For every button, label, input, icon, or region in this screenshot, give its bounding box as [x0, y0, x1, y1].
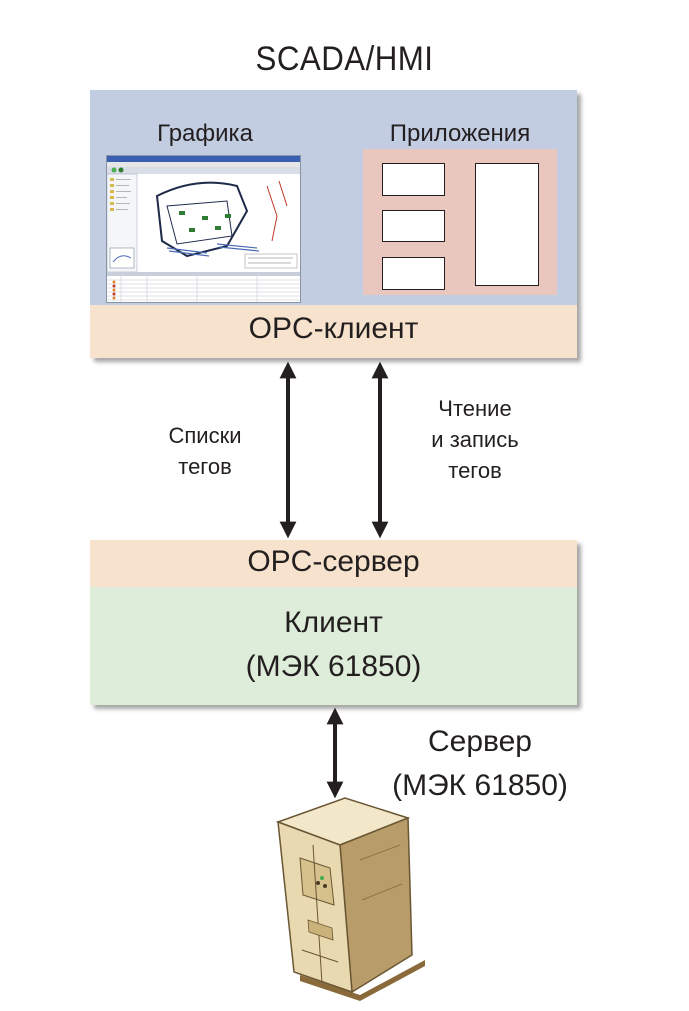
read-write-line1: Чтение [438, 396, 512, 421]
server-tower-icon [275, 797, 425, 1001]
hmi-screenshot-graphic [107, 156, 300, 302]
app-window-large [475, 163, 539, 286]
graphics-label: Графика [157, 120, 253, 147]
tag-lists-line1: Списки [168, 423, 242, 448]
iec-client-label: Клиент (МЭК 61850) [90, 601, 577, 689]
hmi-screenshot-thumbnail [106, 155, 301, 303]
opc-server-label: OPC-сервер [247, 545, 420, 578]
opc-server-band [90, 540, 577, 587]
applications-label: Приложения [389, 120, 531, 147]
iec-client-line2: (МЭК 61850) [245, 650, 422, 683]
read-write-line2: и запись [431, 427, 519, 452]
iec-server-line1: Сервер [427, 725, 532, 758]
app-window-3 [382, 257, 445, 290]
diagram-title: SCADA/HMI [255, 40, 434, 78]
tag-lists-label: Списки тегов [140, 420, 270, 482]
iec-client-line1: Клиент [284, 606, 383, 639]
iec-server-line2: (МЭК 61850) [392, 769, 568, 802]
app-window-1 [382, 163, 445, 196]
tag-lists-line2: тегов [178, 454, 232, 479]
app-window-2 [382, 210, 445, 242]
read-write-tags-label: Чтение и запись тегов [395, 393, 555, 486]
read-write-line3: тегов [448, 458, 502, 483]
opc-client-label: OPC-клиент [248, 312, 419, 345]
iec-server-label: Сервер (МЭК 61850) [370, 720, 590, 808]
opc-client-band [90, 305, 577, 358]
